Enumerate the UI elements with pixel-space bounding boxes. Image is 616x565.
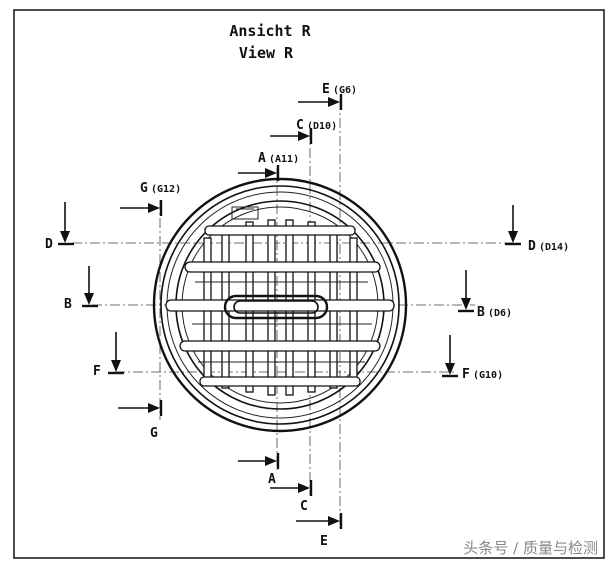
section-marker-f-left: F (93, 332, 124, 379)
section-marker-c-bottom: C (270, 480, 313, 514)
svg-text:B: B (64, 297, 72, 312)
view-title-de: Ansicht R (229, 22, 311, 40)
svg-text:(D14): (D14) (539, 242, 569, 253)
svg-text:(G12): (G12) (151, 184, 181, 195)
svg-text:(G10): (G10) (473, 370, 503, 381)
svg-text:C: C (300, 499, 308, 514)
svg-text:G: G (140, 181, 148, 196)
watermark-text: 头条号 / 质量与检测 (463, 539, 598, 557)
svg-text:B: B (477, 305, 485, 320)
svg-text:A: A (258, 151, 266, 166)
horizontal-louvres (165, 225, 395, 387)
svg-text:F: F (462, 367, 470, 382)
section-marker-d-left: D (45, 202, 74, 252)
svg-text:D: D (528, 239, 536, 254)
section-marker-f-right: F (G10) (442, 335, 503, 382)
svg-text:D: D (45, 237, 53, 252)
svg-text:E: E (322, 82, 330, 97)
svg-text:G: G (150, 426, 158, 441)
section-marker-c-top: C (D10) (270, 118, 337, 144)
svg-text:(G6): (G6) (333, 85, 357, 96)
svg-text:F: F (93, 364, 101, 379)
section-marker-e-top: E (G6) (298, 82, 357, 110)
adjustment-knob[interactable] (223, 294, 329, 320)
section-marker-b-left: B (64, 266, 98, 312)
section-marker-d-right: D (D14) (505, 205, 569, 254)
svg-text:(A11): (A11) (269, 154, 299, 165)
section-marker-e-bottom: E (296, 513, 343, 549)
svg-text:A: A (268, 472, 276, 487)
svg-text:C: C (296, 118, 304, 133)
section-marker-a-bottom: A (238, 453, 280, 487)
svg-text:E: E (320, 534, 328, 549)
section-marker-g-bottom: G (118, 400, 163, 441)
section-marker-g-top: G (G12) (120, 181, 181, 216)
view-title-en: View R (239, 44, 294, 62)
svg-text:(D10): (D10) (307, 121, 337, 132)
svg-text:(D6): (D6) (488, 308, 512, 319)
section-marker-a-top: A (A11) (238, 151, 299, 181)
section-marker-b-right: B (D6) (458, 270, 512, 320)
drawing-frame (13, 9, 605, 559)
